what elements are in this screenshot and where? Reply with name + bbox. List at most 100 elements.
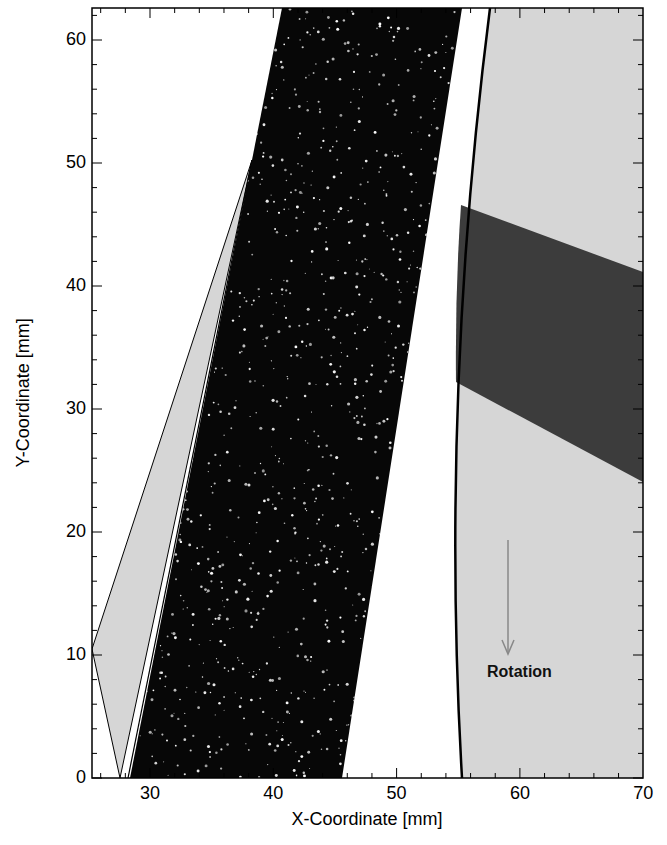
particle — [266, 662, 268, 664]
particle — [402, 446, 404, 448]
particle — [382, 74, 385, 77]
particle — [125, 395, 127, 397]
particle — [253, 42, 256, 45]
particle — [247, 483, 250, 486]
particle — [234, 541, 235, 542]
particle — [224, 644, 226, 646]
particle — [427, 707, 430, 710]
particle — [250, 612, 252, 614]
particle — [393, 36, 396, 39]
particle — [388, 320, 391, 323]
particle — [408, 268, 410, 270]
particle — [286, 180, 288, 182]
particle — [165, 686, 166, 687]
particle — [306, 345, 307, 346]
particle — [223, 434, 224, 435]
particle — [444, 474, 446, 476]
particle — [274, 228, 276, 230]
particle — [226, 618, 229, 621]
particle — [214, 454, 216, 456]
particle — [435, 362, 437, 364]
tick-label: 0 — [76, 768, 86, 788]
particle — [254, 380, 255, 381]
particle — [216, 321, 219, 324]
particle — [293, 487, 295, 489]
particle — [277, 721, 279, 723]
particle — [400, 292, 401, 293]
particle — [445, 263, 446, 264]
particle — [362, 167, 363, 168]
particle — [269, 679, 272, 682]
particle — [439, 217, 440, 218]
particle — [240, 697, 242, 699]
particle — [255, 412, 257, 414]
particle — [397, 27, 400, 30]
particle — [249, 567, 251, 569]
particle — [326, 186, 329, 189]
particle — [157, 78, 159, 80]
particle — [163, 153, 164, 154]
particle — [371, 55, 373, 57]
particle — [363, 395, 365, 397]
particle — [416, 595, 418, 597]
particle — [192, 735, 194, 737]
particle — [453, 189, 455, 191]
particle — [173, 288, 176, 291]
particle — [260, 324, 263, 327]
particle — [136, 364, 139, 367]
particle — [221, 587, 223, 589]
particle — [333, 175, 336, 178]
particle — [296, 354, 299, 357]
particle — [338, 211, 340, 213]
tick-label: 60 — [510, 784, 530, 804]
particle — [406, 511, 408, 513]
particle — [370, 770, 373, 773]
particle — [180, 595, 182, 597]
particle — [340, 383, 342, 385]
particle — [305, 18, 306, 19]
particle — [176, 479, 179, 482]
particle — [437, 259, 439, 261]
particle — [276, 744, 279, 747]
particle — [437, 365, 438, 366]
particle — [341, 630, 344, 633]
particle — [132, 465, 133, 466]
particle — [217, 251, 220, 254]
particle — [215, 752, 218, 755]
particle — [421, 330, 424, 333]
particle — [172, 100, 174, 102]
particle — [419, 705, 420, 706]
particle — [333, 219, 334, 220]
particle — [436, 611, 438, 613]
particle — [223, 696, 225, 698]
particle — [230, 427, 232, 429]
particle — [354, 699, 356, 701]
particle — [128, 179, 130, 181]
particle — [174, 636, 177, 639]
particle — [256, 522, 258, 524]
particle — [303, 182, 305, 184]
particle — [271, 718, 272, 719]
particle — [431, 413, 432, 414]
particle — [338, 260, 339, 261]
particle — [234, 406, 237, 409]
particle — [392, 614, 395, 617]
particle — [259, 9, 262, 12]
particle — [343, 771, 345, 773]
particle — [388, 554, 391, 557]
particle — [197, 706, 200, 709]
particle — [167, 501, 168, 502]
particle — [409, 751, 412, 754]
particle — [214, 482, 216, 484]
particle — [317, 563, 319, 565]
particle — [183, 183, 185, 185]
particle — [185, 445, 187, 447]
particle — [160, 645, 161, 646]
particle — [189, 399, 191, 401]
particle — [445, 52, 446, 53]
particle — [359, 183, 361, 185]
particle — [460, 132, 462, 134]
particle — [228, 413, 231, 416]
particle — [209, 756, 211, 758]
particle — [119, 388, 122, 391]
